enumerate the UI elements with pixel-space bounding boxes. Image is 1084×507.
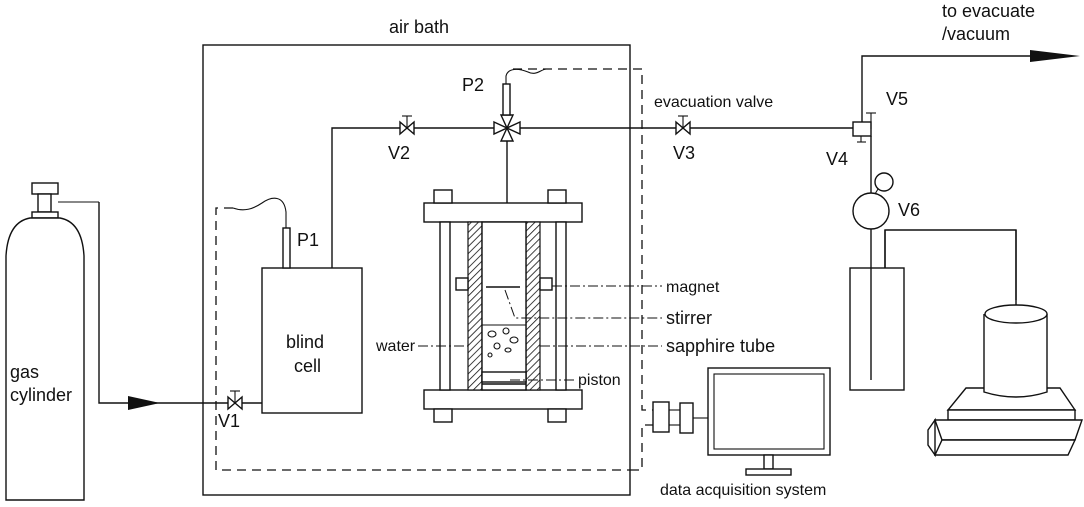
blind-cell <box>261 267 363 414</box>
p2-label: P2 <box>462 75 484 95</box>
valve-v6: V6 <box>852 172 920 230</box>
stirrer-label: stirrer <box>666 308 712 328</box>
air-bath-label: air bath <box>389 17 449 37</box>
gas-feed-line <box>98 202 228 404</box>
to-evacuate-label-line2: /vacuum <box>942 24 1010 44</box>
four-way-valve <box>493 114 521 142</box>
v2-label: V2 <box>388 143 410 163</box>
valve-v4-v5: V5 V4 <box>826 89 908 169</box>
to-evacuate-label-line1: to evacuate <box>942 1 1035 21</box>
v1-label: V1 <box>218 411 240 431</box>
blind-cell-label-line1: blind <box>286 332 324 352</box>
valve-v3: V3 <box>673 115 695 163</box>
pressure-sensor-p1: P1 <box>232 197 319 269</box>
valve-v1: V1 <box>218 390 243 431</box>
callout-stirrer <box>504 289 662 319</box>
sapphire-cell-assembly <box>423 189 583 423</box>
beaker <box>983 230 1048 398</box>
data-acquisition-system: data acquisition system <box>652 367 831 499</box>
sapphire-tube-label: sapphire tube <box>666 336 775 356</box>
air-bath-enclosure <box>202 44 631 496</box>
water-label: water <box>375 338 416 355</box>
v3-label: V3 <box>673 143 695 163</box>
blind-cell-label-line2: cell <box>294 356 321 376</box>
piston-label: piston <box>578 372 621 389</box>
gas-cylinder-label-line1: gas <box>10 362 39 382</box>
evacuate-line <box>861 55 1030 122</box>
valve-v2: V2 <box>388 115 415 163</box>
gas-cylinder: gas cylinder <box>5 182 99 501</box>
p1-label: P1 <box>297 230 319 250</box>
balance <box>927 387 1083 458</box>
signal-wiring <box>215 68 653 471</box>
evacuation-valve-label: evacuation valve <box>654 94 773 111</box>
v5-label: V5 <box>886 89 908 109</box>
data-acquisition-label: data acquisition system <box>660 482 826 499</box>
v4-label: V4 <box>826 149 848 169</box>
gas-cylinder-label-line2: cylinder <box>10 385 72 405</box>
magnet-label: magnet <box>666 279 720 296</box>
collection-vessel <box>849 267 905 391</box>
v6-label: V6 <box>898 200 920 220</box>
feed-arrow <box>128 396 160 410</box>
evacuate-arrow <box>1030 50 1080 62</box>
pressure-sensor-p2: P2 <box>462 68 547 116</box>
